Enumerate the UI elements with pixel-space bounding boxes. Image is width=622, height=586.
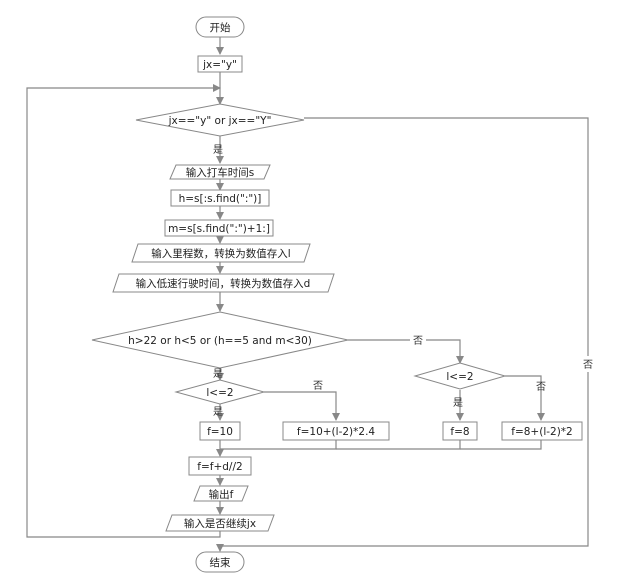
day-extra-fare-label: f=10+(l-2)*2.4 bbox=[297, 426, 376, 438]
input-continue-label: 输入是否继续jx bbox=[184, 517, 256, 530]
edge-nightextra-merge bbox=[460, 440, 542, 450]
init-label: jx="y" bbox=[202, 59, 237, 71]
input-low-speed-parallelogram bbox=[112, 273, 335, 293]
input-distance-parallelogram bbox=[131, 243, 311, 263]
night-extra-fare-label: f=8+(l-2)*2 bbox=[511, 426, 572, 438]
output-fare-parallelogram bbox=[193, 485, 249, 502]
edges bbox=[26, 37, 589, 552]
day-distance-label: l<=2 bbox=[206, 387, 233, 399]
night-condition-label: h>22 or h<5 or (h==5 and m<30) bbox=[128, 335, 312, 347]
night-base-fare-label: f=8 bbox=[450, 426, 469, 438]
end-terminal bbox=[195, 551, 245, 573]
day-no-label: 否 bbox=[313, 380, 323, 392]
loop-no-label-bg bbox=[581, 356, 595, 372]
parse-hour-box bbox=[170, 189, 270, 207]
night-no-label-bg bbox=[410, 333, 426, 347]
day-base-fare-box bbox=[199, 421, 241, 441]
edge-nightdist-no bbox=[505, 375, 545, 421]
day-base-fare-label: f=10 bbox=[207, 426, 233, 438]
night-yes-label: 是 bbox=[213, 368, 223, 380]
init-box bbox=[197, 55, 243, 73]
input-low-speed-label: 输入低速行驶时间，转换为数值存入d bbox=[136, 277, 311, 290]
night-no-label: 否 bbox=[413, 335, 423, 347]
start-terminal bbox=[195, 16, 245, 38]
edge-extra-merge bbox=[220, 440, 337, 450]
input-time-label: 输入打车时间s bbox=[186, 166, 254, 179]
parse-minute-label: m=s[s.find(":")+1:] bbox=[168, 223, 270, 235]
loop-condition-label: jx=="y" or jx=="Y" bbox=[168, 115, 272, 127]
night-distance-label: l<=2 bbox=[446, 371, 473, 383]
input-distance-label: 输入里程数，转换为数值存入l bbox=[151, 247, 290, 260]
night-base-fare-box bbox=[442, 421, 478, 441]
edge-loop-back bbox=[26, 84, 221, 538]
loop-no-label: 否 bbox=[583, 359, 593, 371]
loop-condition-diamond bbox=[135, 103, 305, 137]
day-distance-diamond bbox=[174, 379, 266, 405]
night-extra-fare-box bbox=[501, 421, 583, 441]
nodes: 开始 jx="y" jx=="y" or jx=="Y" 输入打车时间s h=s… bbox=[91, 16, 583, 573]
day-extra-fare-box bbox=[282, 421, 390, 441]
parse-minute-box bbox=[164, 219, 274, 237]
night-distance-diamond bbox=[413, 362, 507, 390]
input-time-parallelogram bbox=[169, 164, 271, 180]
edge-night-no bbox=[348, 339, 464, 364]
nightdist-yes-label: 是 bbox=[453, 397, 463, 409]
branch-labels: 是 否 否 是 否 是 是 否 bbox=[213, 144, 595, 418]
input-continue-parallelogram bbox=[165, 514, 275, 532]
loop-yes-label: 是 bbox=[213, 144, 223, 156]
edge-nightbase-merge bbox=[336, 440, 461, 450]
add-low-speed-label: f=f+d//2 bbox=[197, 461, 242, 473]
edge-loop-no bbox=[216, 117, 589, 552]
start-label: 开始 bbox=[210, 21, 231, 34]
end-label: 结束 bbox=[210, 556, 231, 569]
day-yes-label: 是 bbox=[213, 406, 223, 418]
edge-day-no bbox=[264, 391, 340, 421]
night-condition-diamond bbox=[91, 311, 349, 369]
nightdist-no-label: 否 bbox=[536, 381, 546, 393]
add-low-speed-box bbox=[188, 456, 252, 476]
parse-hour-label: h=s[:s.find(":")] bbox=[179, 193, 262, 205]
output-fare-label: 输出f bbox=[209, 488, 234, 501]
